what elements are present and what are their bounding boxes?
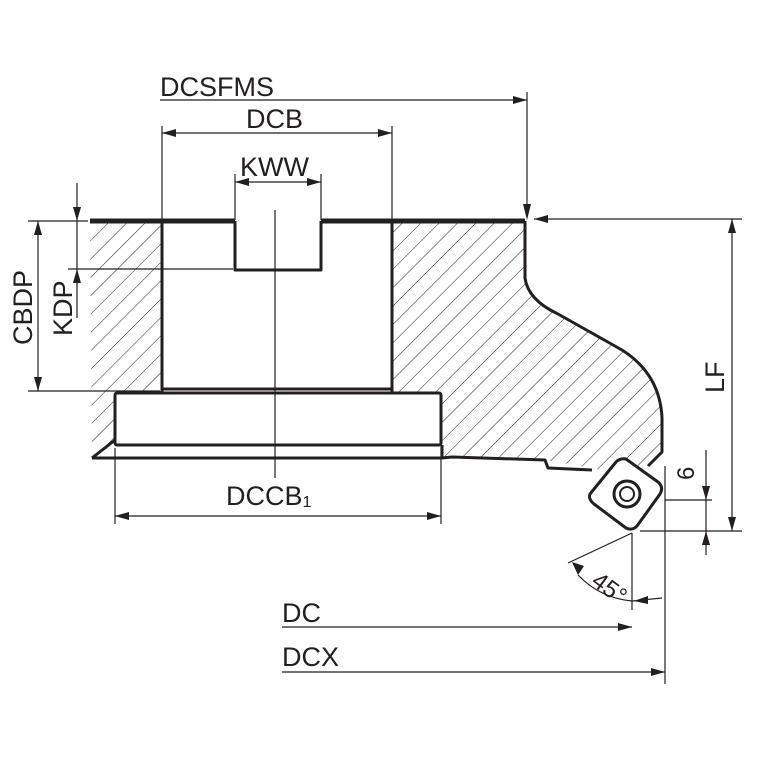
cbdp-label: CBDP (8, 270, 38, 345)
dim-lf: LF (534, 215, 742, 532)
counterbore (113, 391, 443, 447)
dim-dccb1: DCCB1 (114, 448, 442, 524)
dim-kww: KWW (234, 152, 322, 220)
dcsfms-label: DCSFMS (160, 72, 274, 102)
outer-contour (523, 221, 664, 468)
keyway-outline (233, 221, 323, 272)
dim-dcb: DCB (161, 104, 393, 220)
dim-cbdp: CBDP (8, 220, 160, 392)
hatched-section (90, 222, 662, 478)
dcb-label: DCB (246, 104, 303, 134)
insert (588, 457, 664, 531)
dcx-label: DCX (282, 642, 339, 672)
dim-angle: 45° (567, 532, 663, 610)
six-label: 6 (673, 467, 700, 480)
dccb1-label: DCCB1 (226, 481, 312, 511)
dim-dcsfms: DCSFMS (160, 72, 531, 220)
angle-label: 45° (586, 567, 631, 610)
dim-dcx: DCX (282, 466, 666, 684)
right-body-hatch (392, 222, 662, 478)
dim-six: 6 (665, 450, 712, 555)
dim-kdp: KDP (48, 183, 233, 336)
dc-label: DC (282, 598, 321, 628)
insert-body (588, 457, 664, 531)
body-outline (90, 218, 664, 472)
lower-contour (441, 455, 593, 472)
insert-screw-outer (612, 479, 642, 509)
lf-label: LF (700, 361, 730, 393)
kdp-label: KDP (48, 280, 78, 336)
bottom-face (91, 438, 444, 460)
kww-label: KWW (240, 152, 309, 182)
insert-screw-inner (619, 486, 635, 502)
left-hatch (90, 222, 162, 458)
dim-dc: DC (282, 598, 632, 631)
